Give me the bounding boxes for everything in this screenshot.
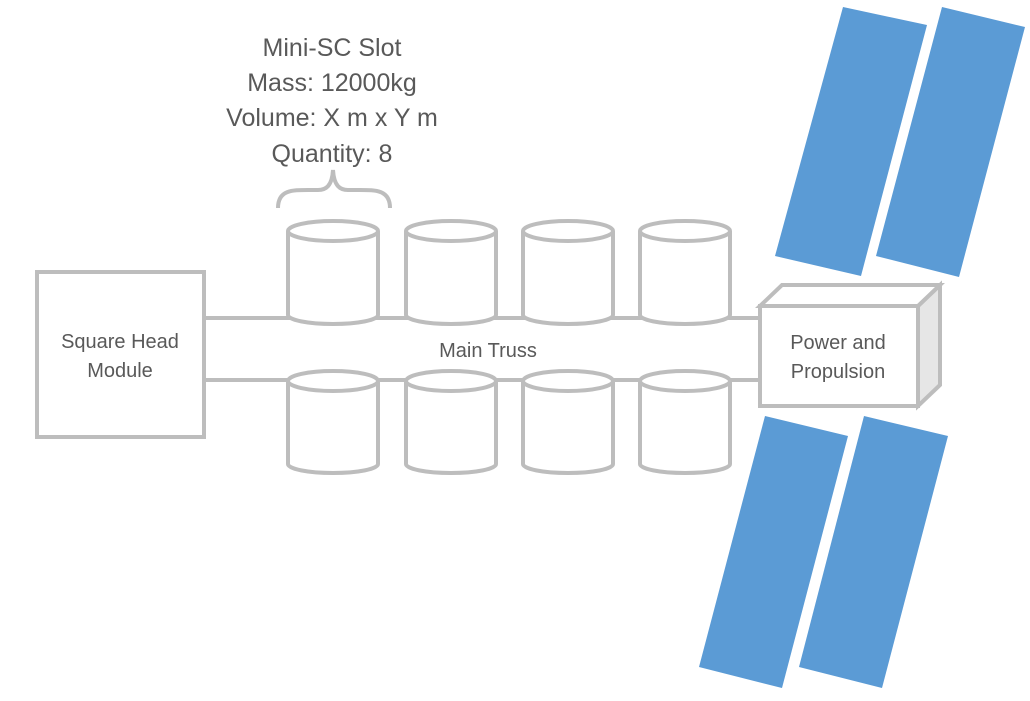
solar-panel <box>876 7 1025 277</box>
slot-brace <box>276 169 392 209</box>
lower-solar-array <box>699 416 948 688</box>
lower-slot-row <box>286 369 732 475</box>
mini-sc-slot <box>404 369 498 475</box>
mini-sc-slot <box>521 369 615 475</box>
power-propulsion-module: Power and Propulsion <box>755 280 945 411</box>
upper-slot-row <box>286 219 732 326</box>
slot-label: Mini-SC Slot Mass: 12000kg Volume: X m x… <box>226 34 438 168</box>
box-top-face <box>755 283 945 308</box>
box-front-face <box>758 304 920 408</box>
slot-mass: Mass: 12000kg <box>247 69 417 97</box>
mini-sc-slot <box>521 219 615 326</box>
power-module-line2: Propulsion <box>791 361 886 383</box>
solar-panel <box>775 7 927 276</box>
truss-label: Main Truss <box>439 340 537 362</box>
mini-sc-slot <box>286 219 380 326</box>
solar-panel <box>699 416 848 688</box>
mini-sc-slot <box>638 219 732 326</box>
slot-volume: Volume: X m x Y m <box>226 104 438 132</box>
slot-quantity: Quantity: 8 <box>272 140 393 168</box>
head-module-box <box>35 270 206 439</box>
mini-sc-slot <box>638 369 732 475</box>
mini-sc-slot <box>404 219 498 326</box>
power-module-line1: Power and <box>790 332 886 354</box>
head-module-line2: Module <box>87 360 153 382</box>
upper-solar-array <box>775 7 1025 277</box>
mini-sc-slot <box>286 369 380 475</box>
slot-title: Mini-SC Slot <box>263 34 402 62</box>
solar-panel <box>799 416 948 688</box>
square-head-module: Square Head Module <box>35 270 206 439</box>
head-module-line1: Square Head <box>61 331 179 353</box>
